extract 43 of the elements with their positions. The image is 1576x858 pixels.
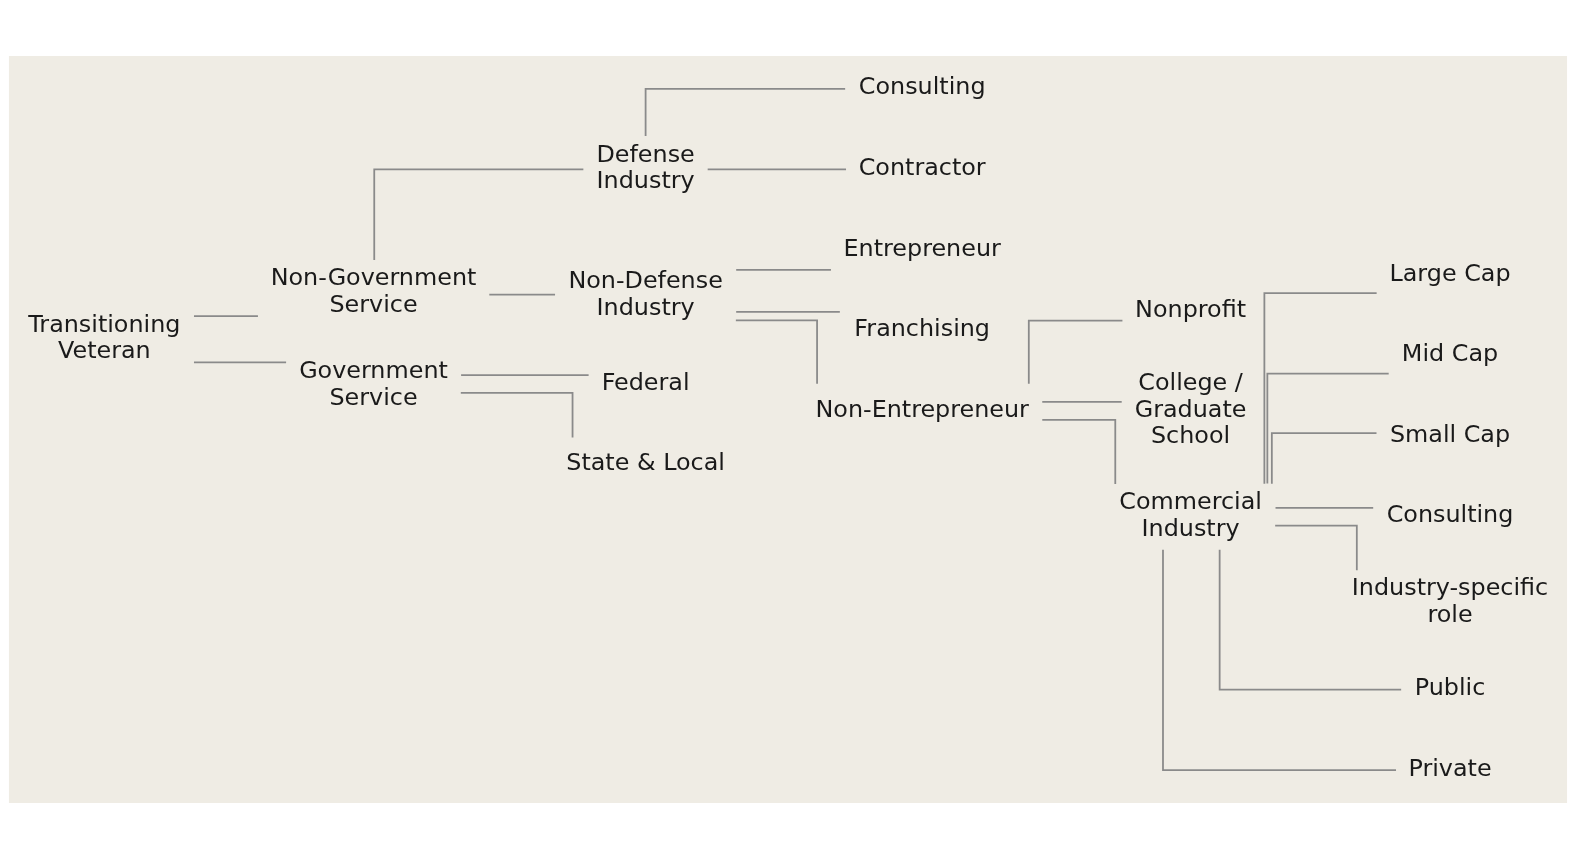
connector [1027,319,1124,385]
connector [460,373,590,376]
node-text: Franchising [854,313,991,342]
node-text: Nonprofit [1135,294,1247,323]
node-text: Public [1414,672,1486,701]
connector [1270,431,1378,485]
connector [735,268,832,271]
node-text: Private [1408,753,1492,782]
connector [1263,291,1378,485]
node-text: College / Graduate School [1134,367,1247,449]
node-text: Small Cap [1389,419,1511,448]
node-text: Federal [601,367,690,396]
node-text: Commercial Industry [1119,486,1262,542]
connector [1218,548,1403,691]
connector [1274,506,1375,509]
node-text: State & Local [566,447,725,476]
node-text: Consulting [1386,499,1514,528]
connector [193,361,287,363]
connector [373,167,585,261]
node-text: Defense Industry [596,139,695,194]
connector [644,87,847,137]
node-text: Transitioning Veteran [28,309,181,364]
node-text: Large Cap [1389,258,1511,287]
connector [734,319,818,385]
node-text: Non-Government Service [270,262,477,318]
node-text: Entrepreneur [843,233,1001,261]
connector [706,167,847,170]
connector [1274,524,1358,571]
connector [1041,400,1123,403]
connector [1041,418,1117,485]
node-text: Contractor [858,152,986,181]
connector [1266,372,1390,484]
connector [193,314,259,317]
node-text: Industry-specific role [1351,572,1549,628]
node-text: Non-Defense Industry [568,265,723,321]
connector [488,293,556,295]
connector [1162,548,1397,771]
node-text: Mid Cap [1401,338,1499,367]
node-text: Consulting [858,71,986,100]
connector [735,310,841,313]
node-text: Government Service [299,355,448,411]
node-text: Non-Entrepreneur [815,394,1029,423]
connector [459,391,574,438]
